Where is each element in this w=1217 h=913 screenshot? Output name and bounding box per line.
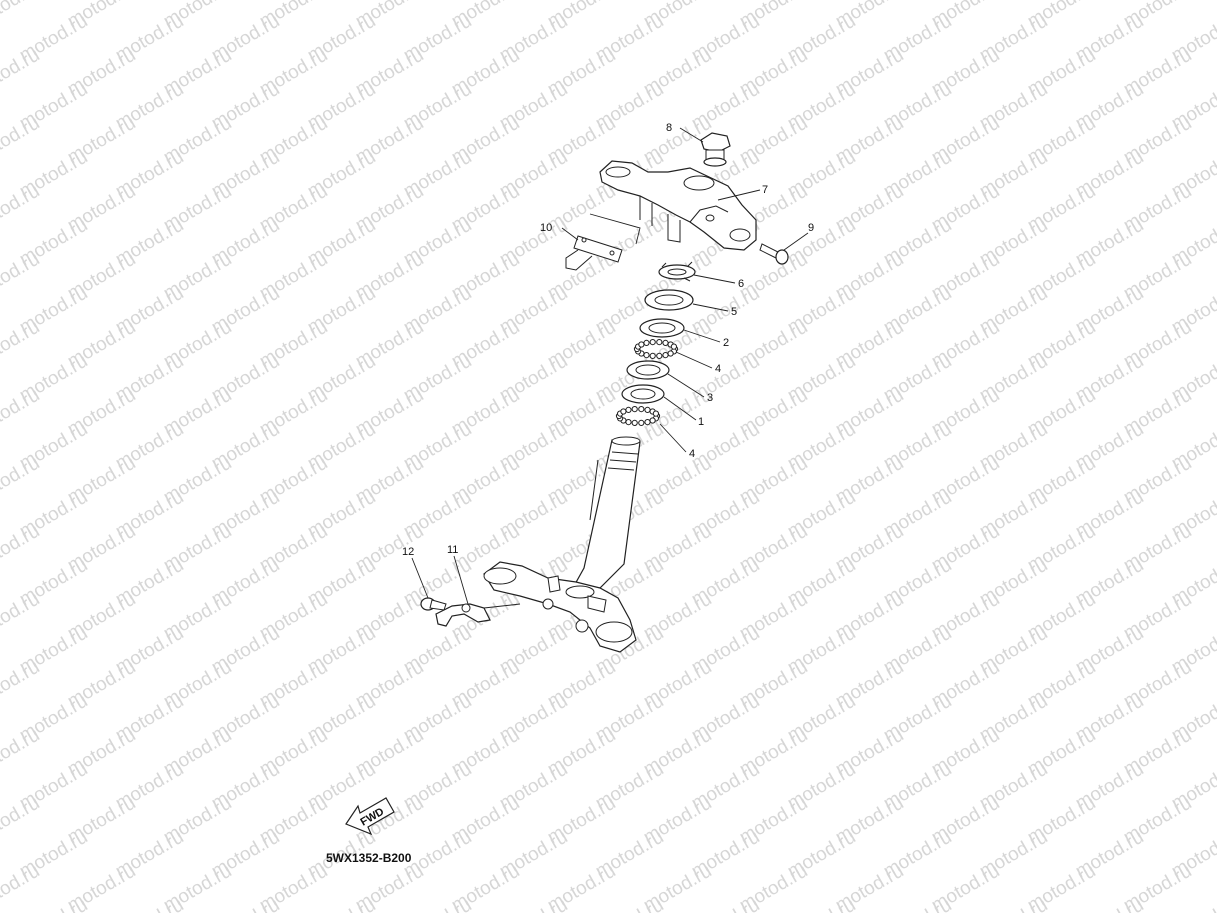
- callout-6: 6: [738, 278, 744, 290]
- watermark-text: motod.ru: [976, 895, 1051, 913]
- bearing-ball: [644, 406, 651, 413]
- part-2-bearing-race: [639, 318, 685, 338]
- watermark-text: motod.ru: [208, 895, 283, 913]
- part-11-cable-guide: [435, 603, 521, 627]
- lower-bracket: [483, 561, 637, 653]
- watermark-text: motod.ru: [0, 0, 43, 32]
- part-1-bearing-race: [621, 384, 665, 404]
- watermark-text: motod.ru: [688, 895, 763, 913]
- watermark-text: motod.ru: [592, 895, 667, 913]
- part-12-bolt: [420, 597, 447, 611]
- callout-9: 9: [808, 222, 814, 234]
- bearing-ball: [652, 410, 660, 417]
- callout-1: 1: [698, 416, 704, 428]
- bearing-ball: [670, 343, 678, 350]
- bearing-ball: [643, 352, 650, 359]
- watermark-text: motod.ru: [0, 657, 43, 713]
- watermark-text: motod.ru: [880, 895, 955, 913]
- watermark-text: motod.ru: [0, 589, 43, 645]
- watermark-text: motod.ru: [0, 45, 43, 101]
- bearing-ball: [667, 350, 674, 357]
- watermark-text: motod.ru: [400, 895, 475, 913]
- bearing-ball: [656, 339, 663, 346]
- watermark-text: motod.ru: [0, 113, 43, 169]
- bearing-ball: [649, 352, 656, 359]
- callout-labels: 8 7 9 10 6 5 2 4 3 1 4 12 11: [402, 122, 814, 558]
- watermark-text: motod.ru: [496, 895, 571, 913]
- watermark-text: motod.ru: [0, 793, 43, 849]
- callout-2: 2: [723, 337, 729, 349]
- callout-12: 12: [402, 546, 414, 558]
- bearing-ball: [625, 406, 632, 413]
- part-10-clip: [565, 213, 641, 271]
- watermark-text: motod.ru: [0, 249, 43, 305]
- part-4-ball-bearing-lower: [615, 406, 661, 426]
- callout-7: 7: [762, 184, 768, 196]
- watermark-text: motod.ru: [0, 521, 43, 577]
- bearing-ball: [625, 419, 632, 426]
- bearing-ball: [662, 339, 669, 346]
- callout-4-lower: 4: [689, 448, 695, 460]
- watermark-text: motod.ru: [16, 895, 91, 913]
- bearing-ball: [638, 419, 645, 426]
- watermark-text: motod.ru: [0, 317, 43, 373]
- part-3-bearing-race: [626, 360, 670, 380]
- bearing-ball: [638, 341, 645, 348]
- part-4-ball-bearing-upper: [633, 339, 679, 359]
- part-6-ring-nut: [658, 261, 696, 282]
- watermark-text: motod.ru: [0, 725, 43, 781]
- watermark-text: motod.ru: [112, 895, 187, 913]
- callout-4-upper: 4: [715, 363, 721, 375]
- bearing-ball: [643, 339, 650, 346]
- watermark-text: motod.ru: [0, 453, 43, 509]
- bearing-ball: [638, 406, 645, 413]
- watermark-text: motod.ru: [784, 895, 859, 913]
- watermark-text: motod.ru: [0, 181, 43, 237]
- watermark-text: motod.ru: [304, 895, 379, 913]
- leader-lines: [411, 127, 809, 605]
- part-7-upper-bracket: [599, 160, 757, 251]
- callout-11: 11: [447, 544, 458, 556]
- callout-10: 10: [540, 222, 552, 234]
- bearing-ball: [631, 406, 638, 413]
- drawing-code: 5WX1352-B200: [326, 851, 412, 865]
- bearing-ball: [649, 417, 656, 424]
- part-5-dust-seal: [644, 289, 694, 311]
- watermark-text: motod.ru: [0, 861, 43, 913]
- part-9-bolt: [759, 243, 789, 265]
- bearing-ball: [620, 408, 627, 415]
- bearing-ball: [649, 339, 656, 346]
- part-8-cap-bolt: [700, 132, 731, 167]
- callout-3: 3: [707, 392, 713, 404]
- callout-5: 5: [731, 306, 737, 318]
- watermark-text: motod.ru: [1072, 895, 1147, 913]
- bearing-ball: [656, 352, 663, 359]
- watermark-text: motod.ru: [1168, 895, 1217, 913]
- bearing-ball: [662, 352, 669, 359]
- bearing-ball: [631, 419, 638, 426]
- callout-8: 8: [666, 122, 672, 134]
- bearing-ball: [644, 419, 651, 426]
- watermark-text: motod.ru: [0, 385, 43, 441]
